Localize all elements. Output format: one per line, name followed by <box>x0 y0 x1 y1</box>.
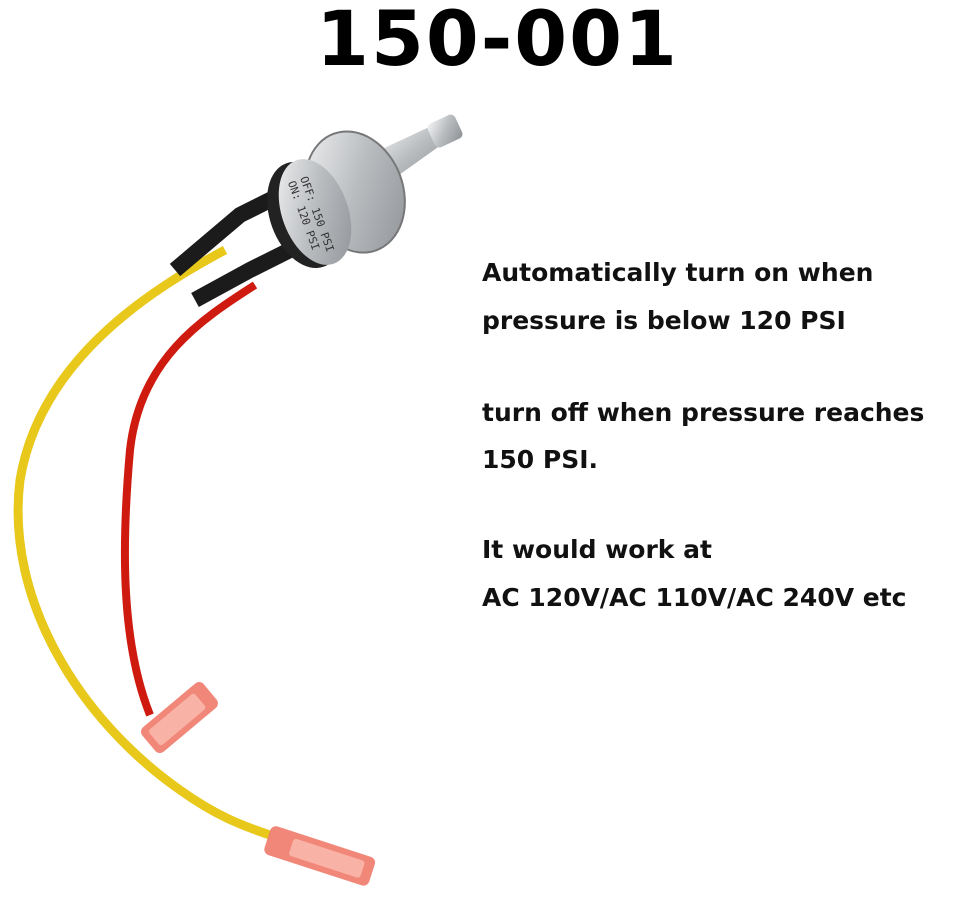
description-line: 150 PSI. <box>482 445 599 474</box>
description-line: turn off when pressure reaches <box>482 398 925 427</box>
yellow-wire-terminal <box>264 826 376 886</box>
yellow-wire <box>13 246 272 840</box>
wire-sleeve <box>191 242 294 308</box>
wire-sleeve <box>169 187 284 277</box>
red-wire-terminal <box>140 682 218 754</box>
hose-barb <box>380 122 448 180</box>
product-title: 150-001 <box>316 0 679 83</box>
description-line: pressure is below 120 PSI <box>482 306 846 335</box>
description-line: AC 120V/AC 110V/AC 240V etc <box>482 583 907 612</box>
description-line: It would work at <box>482 535 712 564</box>
red-wire <box>120 281 258 717</box>
description-line: Automatically turn on when <box>482 258 874 287</box>
